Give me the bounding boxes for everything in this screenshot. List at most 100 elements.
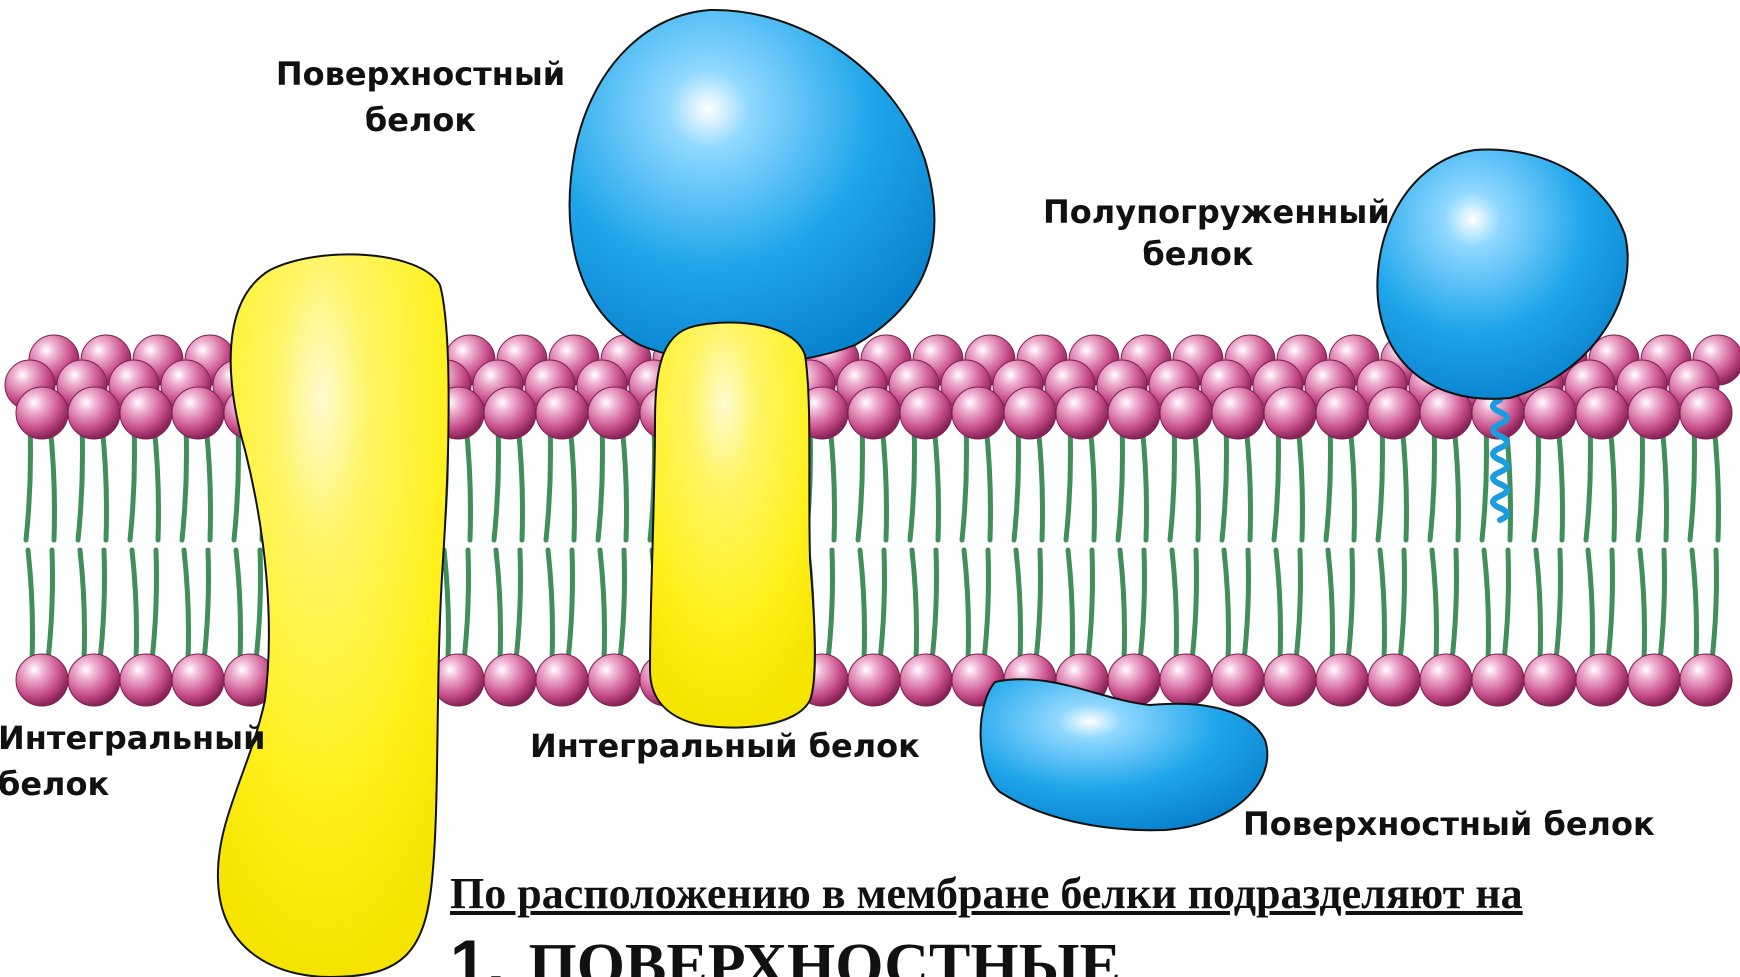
lipid-tail [1088, 550, 1093, 660]
lipid-tail [1194, 425, 1199, 540]
lipid-tail [1244, 550, 1249, 660]
lipid-tail [598, 425, 603, 540]
lipid-tail [48, 550, 53, 660]
lipid-tail [962, 425, 967, 540]
lipid-tail [620, 550, 625, 660]
lipid-tail [236, 550, 241, 660]
lipid-tail [1484, 550, 1489, 660]
phospholipid-head [120, 654, 172, 706]
lipid-tail [830, 425, 835, 540]
heading-number: 1. [450, 926, 505, 977]
lipid-tail [466, 425, 471, 540]
lipid-tail [100, 550, 105, 660]
lipid-tail [496, 550, 501, 660]
lipid-tail [152, 550, 157, 660]
phospholipid-head [1472, 654, 1524, 706]
phospholipid-head [1160, 387, 1212, 439]
phospholipid-head [1108, 387, 1160, 439]
phospholipid-head [1628, 387, 1680, 439]
lipid-tail [1690, 425, 1695, 540]
lipid-tail [80, 550, 85, 660]
lipid-tail [882, 425, 887, 540]
phospholipid-head [484, 387, 536, 439]
lipid-tail [1276, 550, 1281, 660]
lipid-tail [1608, 550, 1613, 660]
phospholipid-head [1212, 654, 1264, 706]
lipid-tail [78, 425, 83, 540]
phospholipid-head [848, 387, 900, 439]
lipid-tail [1712, 550, 1717, 660]
phospholipid-head [1056, 387, 1108, 439]
phospholipid-head [1368, 654, 1420, 706]
lipid-tail [1118, 425, 1123, 540]
phospholipid-head [16, 654, 68, 706]
lipid-tail [910, 425, 915, 540]
lipid-tail [912, 550, 917, 660]
lipid-tail [548, 550, 553, 660]
lipid-tail [1504, 550, 1509, 660]
lipid-tail [1638, 425, 1643, 540]
lipid-tail [50, 425, 55, 540]
lipid-tail [1038, 425, 1043, 540]
lipid-tail [494, 425, 499, 540]
lipid-tail [1328, 550, 1333, 660]
lipid-tail [1588, 550, 1593, 660]
phospholipid-head [588, 387, 640, 439]
lipid-tail [132, 550, 137, 660]
lipid-tail [1454, 425, 1459, 540]
lipid-tail [234, 425, 239, 540]
phospholipid-head [172, 387, 224, 439]
lipid-tail [206, 425, 211, 540]
phospholipid-head [1264, 387, 1316, 439]
lipid-tail [184, 550, 189, 660]
lipid-tail [1452, 550, 1457, 660]
label-semi-submerged-protein: Полупогруженный белок [1043, 196, 1353, 270]
lipid-tail [1558, 425, 1563, 540]
lipid-tail [880, 550, 885, 660]
lipid-tail [1400, 550, 1405, 660]
lipid-tail [256, 550, 261, 660]
surface-protein-top [570, 10, 935, 364]
lipid-tail [518, 425, 523, 540]
phospholipid-head [536, 654, 588, 706]
phospholipid-head [484, 654, 536, 706]
lipid-tail [546, 425, 551, 540]
lipid-tail [1014, 425, 1019, 540]
phospholipid-head [1524, 387, 1576, 439]
lipid-tail [1326, 425, 1331, 540]
lipid-tail [1556, 550, 1561, 660]
label-surface-protein-top: Поверхностный белок [268, 58, 573, 136]
lipid-tail [130, 425, 135, 540]
phospholipid-head [1628, 654, 1680, 706]
phospholipid-head [848, 654, 900, 706]
phospholipid-head [16, 387, 68, 439]
phospholipid-head [1004, 387, 1056, 439]
lipid-tail [102, 425, 107, 540]
phospholipid-head [1576, 387, 1628, 439]
phospholipid-head [1160, 654, 1212, 706]
lipid-tail [204, 550, 209, 660]
lipid-tail [1350, 425, 1355, 540]
phospholipid-head [68, 387, 120, 439]
lipid-tail [1222, 425, 1227, 540]
lipid-tail [1660, 550, 1665, 660]
label-surface-protein-bottom: Поверхностный белок [1243, 808, 1655, 840]
label-integral-protein-middle: Интегральный белок [530, 730, 920, 762]
label-integral-protein-left: Интегральный белок [0, 722, 266, 800]
lipid-tail [1432, 550, 1437, 660]
phospholipid-head [1576, 654, 1628, 706]
phospholipid-head [1316, 387, 1368, 439]
phospholipid-head [120, 387, 172, 439]
lipid-tail [1482, 425, 1487, 540]
lipid-tail [1534, 425, 1539, 540]
lipid-tail [154, 425, 159, 540]
phospholipid-head [952, 387, 1004, 439]
phospholipid-head [1264, 654, 1316, 706]
lipid-tail [1068, 550, 1073, 660]
lipid-tail [1430, 425, 1435, 540]
lipid-tail [986, 425, 991, 540]
lipid-tail [1378, 425, 1383, 540]
lipid-tail [1402, 425, 1407, 540]
lipid-tail [934, 425, 939, 540]
lipid-tail [1274, 425, 1279, 540]
